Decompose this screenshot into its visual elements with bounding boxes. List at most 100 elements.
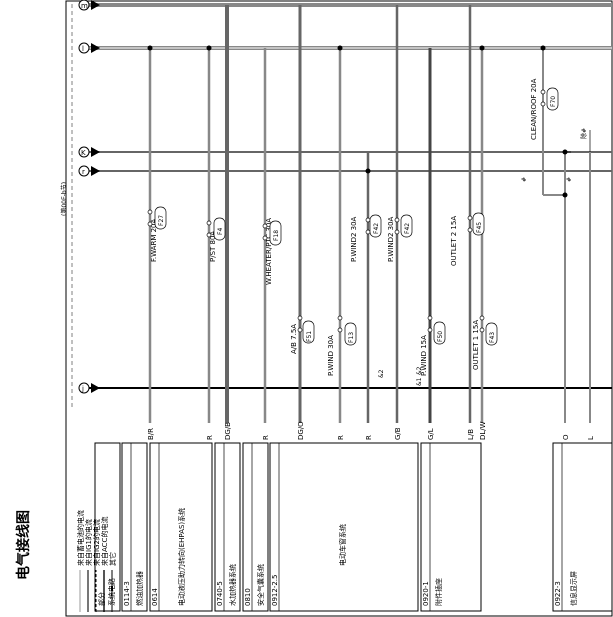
wire-label-dlw: DL/W (479, 421, 487, 440)
fuse-label-7: P.WIND 30A (327, 335, 335, 376)
box-power-window (269, 442, 419, 612)
wire-label-br: B/R (147, 428, 155, 440)
box-water-heater (214, 442, 241, 612)
connector-label-k: K (81, 149, 86, 157)
section-name-6: 附件插座 (434, 578, 443, 606)
wire-label-lb: L/B (467, 429, 475, 440)
wire-label-r-3: R (337, 435, 345, 440)
fuse-f50: P.WIND 15A F50 (420, 315, 446, 376)
fuse-f45: OUTLET 2 15A F45 (450, 212, 485, 266)
note-1: &1 (416, 377, 423, 386)
fuse-id-5: F45 (476, 222, 483, 233)
fuse-f13: P.WIND 30A F13 (327, 315, 357, 376)
legend-item-battery: 来自蓄电池的电流 (76, 510, 85, 566)
fuse-id-2: F18 (273, 230, 280, 241)
box-ehpas (149, 442, 213, 612)
note-4: # (566, 177, 573, 182)
fuse-id-6: F51 (306, 331, 313, 342)
connector-arrow-l (91, 43, 100, 53)
section-code-7: 0922-3 (554, 581, 562, 606)
section-name-7: 信息显示屏 (569, 571, 578, 606)
fuse-label-0: F.WARM 20A (150, 219, 158, 262)
fuses: F.WARM 20A F27 P/ST 80A F4 W.HEATER/PTC … (147, 78, 559, 376)
wire-label-r-2: R (262, 435, 270, 440)
fuse-f42-b: P.WIND2 30A F42 (387, 214, 413, 262)
page-title: 电气接线图 (15, 510, 32, 580)
section-code-5: 0912-2.5 (271, 575, 279, 606)
wire-labels: B/R R DG/B R DG/O R R G/B G/L L/B DL/W O… (147, 421, 595, 440)
fuse-label-1: P/ST 80A (209, 231, 217, 262)
connector-label-r: r (82, 168, 85, 176)
section-code-6: 0920-1 (422, 581, 430, 606)
fuse-id-3: F42 (373, 223, 380, 234)
section-code-1: 0114-3 (123, 581, 131, 606)
section-code-0: 部分 (97, 592, 106, 606)
connector-label-m: m (81, 2, 88, 10)
wire-label-gb: G/B (394, 427, 402, 440)
section-name-0: 系统电路 (107, 578, 116, 606)
fuse-f4: P/ST 80A F4 (206, 217, 226, 262)
fuse-label-6: A/B 7.5A (290, 324, 298, 354)
wire-label-r-4: R (365, 435, 373, 440)
legend-item-other: 其它 (108, 552, 117, 566)
section-code-2: 0614 (151, 588, 159, 606)
notes: &2 &1 &2 # # 除# (378, 128, 591, 386)
fuse-id-10: F70 (550, 96, 557, 107)
section-name-5: 电动车窗系统 (338, 524, 347, 566)
wire-label-r-1: R (206, 435, 214, 440)
connector-arrow-r (91, 166, 100, 176)
note-2: &2 (416, 366, 423, 375)
section-name-4: 安全气囊系统 (256, 564, 265, 606)
fuse-id-0: F27 (158, 215, 165, 226)
fuse-f43: OUTLET 1 15A F43 (472, 315, 498, 370)
section-code-3: 0740-5 (216, 581, 224, 606)
fuse-label-9: OUTLET 1 15A (472, 320, 480, 370)
note-5: 除# (580, 128, 588, 139)
fuse-id-1: F4 (217, 228, 224, 235)
legend-item-ig1: 来自IG1的电流 (84, 519, 93, 566)
section-name-3: 水加热器系统 (228, 564, 237, 606)
box-fuel-heater (121, 442, 148, 612)
connector-arrow-m (91, 0, 100, 10)
wire-label-o: O (562, 434, 570, 440)
wire-label-dgb: DG/B (224, 422, 232, 440)
fuse-id-7: F13 (348, 332, 355, 343)
box-info-display (552, 442, 613, 612)
legend-item-acc: 来自ACC的电流 (100, 517, 109, 566)
fuse-id-9: F43 (489, 332, 496, 343)
page-reference: (第00E-b节) (60, 182, 68, 216)
fuse-id-8: F50 (437, 331, 444, 342)
fuse-f27: F.WARM 20A F27 (147, 206, 167, 262)
bus-lines (86, 3, 612, 389)
wire-label-gl: G/L (427, 428, 435, 440)
junction-dots (147, 45, 568, 198)
section-name-2: 电动液压助力转向(EHPAS)系统 (177, 508, 186, 606)
connector-arrow-k (91, 147, 100, 157)
fuse-f51: A/B 7.5A F51 (290, 315, 315, 354)
fuse-label-10: CLEAN/ROOF 20A (530, 78, 538, 140)
connector-arrow-j (91, 383, 100, 393)
fuse-f42-a: P.WIND2 30A F42 (350, 214, 382, 262)
connector-label-j: j (81, 385, 84, 393)
box-accessory-outlet (420, 442, 482, 612)
fuse-label-5: OUTLET 2 15A (450, 216, 458, 266)
system-boxes: 部分 系统电路 0114-3 燃油加热器 0614 电动液压助力转向(EHPAS… (94, 442, 613, 612)
connectors: m l K r j (78, 0, 100, 394)
wire-label-l: L (587, 436, 595, 440)
connector-label-l: l (82, 45, 84, 53)
note-0: &2 (378, 369, 385, 378)
section-name-1: 燃油加热器 (135, 571, 144, 606)
box-section-header (94, 442, 121, 612)
legend: 来自蓄电池的电流 来自IG1的电流 来自IG2的电流 来自ACC的电流 其它 (76, 510, 117, 612)
fuse-f70: CLEAN/ROOF 20A F70 (530, 78, 559, 140)
fuse-label-4: P.WIND2 30A (387, 216, 395, 262)
fuse-id-4: F42 (404, 223, 411, 234)
section-code-4: 0810 (244, 588, 252, 606)
fuse-f18: W.HEATER/PTC 30A F18 (262, 218, 282, 285)
vertical-wires (148, 5, 591, 423)
fuse-label-3: P.WIND2 30A (350, 216, 358, 262)
wire-label-dgo: DG/O (297, 421, 305, 440)
fuse-label-8: P.WIND 15A (420, 335, 428, 376)
fuse-label-2: W.HEATER/PTC 30A (265, 218, 273, 285)
